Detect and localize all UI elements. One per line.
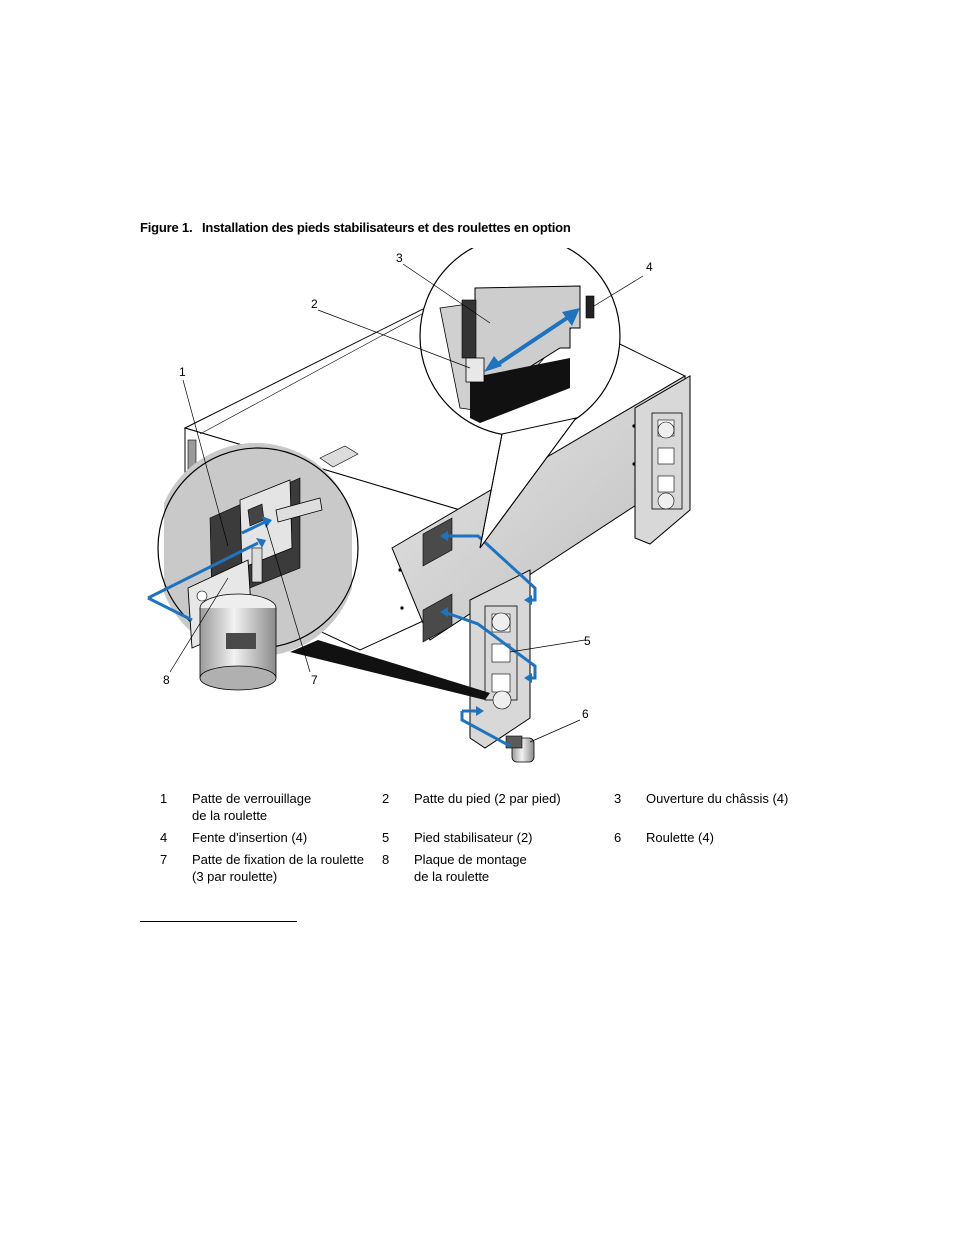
- legend-number: 4: [160, 830, 168, 845]
- figure-caption: Figure 1. Installation des pieds stabilis…: [140, 220, 571, 235]
- legend-number: 7: [160, 852, 168, 867]
- figure-label: Figure 1.: [140, 220, 193, 235]
- callout-4: 4: [646, 260, 653, 274]
- legend-text: Ouverture du châssis (4): [646, 791, 789, 806]
- callout-3: 3: [396, 251, 403, 265]
- callout-2: 2: [311, 297, 318, 311]
- installation-illustration: 1 2 3 4 5 6 7 8: [140, 248, 700, 776]
- footnote-rule: [140, 921, 297, 922]
- leader-lines: [169, 263, 644, 743]
- foot-tab-detail: [465, 357, 485, 383]
- chassis-opening: [422, 517, 453, 567]
- callout-1: 1: [179, 365, 186, 379]
- insertion-arrows: [443, 534, 537, 748]
- figure-title: Installation des pieds stabilisateurs et…: [202, 220, 571, 235]
- callout-5: 5: [584, 634, 591, 648]
- callout-6: 6: [582, 707, 589, 721]
- legend-text: Fente d'insertion (4): [192, 830, 308, 845]
- legend-number: 3: [614, 791, 622, 806]
- legend-text: Patte du pied (2 par pied): [414, 791, 561, 806]
- chassis-opening: [422, 593, 453, 643]
- legend-number: 1: [160, 791, 168, 806]
- illustration-svg: 1 2 3 4 5 6 7 8: [147, 248, 691, 763]
- legend-number: 6: [614, 830, 622, 845]
- legend-number: 5: [382, 830, 390, 845]
- callout-8: 8: [163, 673, 170, 687]
- callout-7: 7: [311, 673, 318, 687]
- legend-text: Patte de fixation de la roulette(3 par r…: [192, 852, 365, 884]
- legend-number: 8: [382, 852, 390, 867]
- legend-text: Pied stabilisateur (2): [414, 830, 533, 845]
- legend-number: 2: [382, 791, 390, 806]
- legend-text: Roulette (4): [646, 830, 714, 845]
